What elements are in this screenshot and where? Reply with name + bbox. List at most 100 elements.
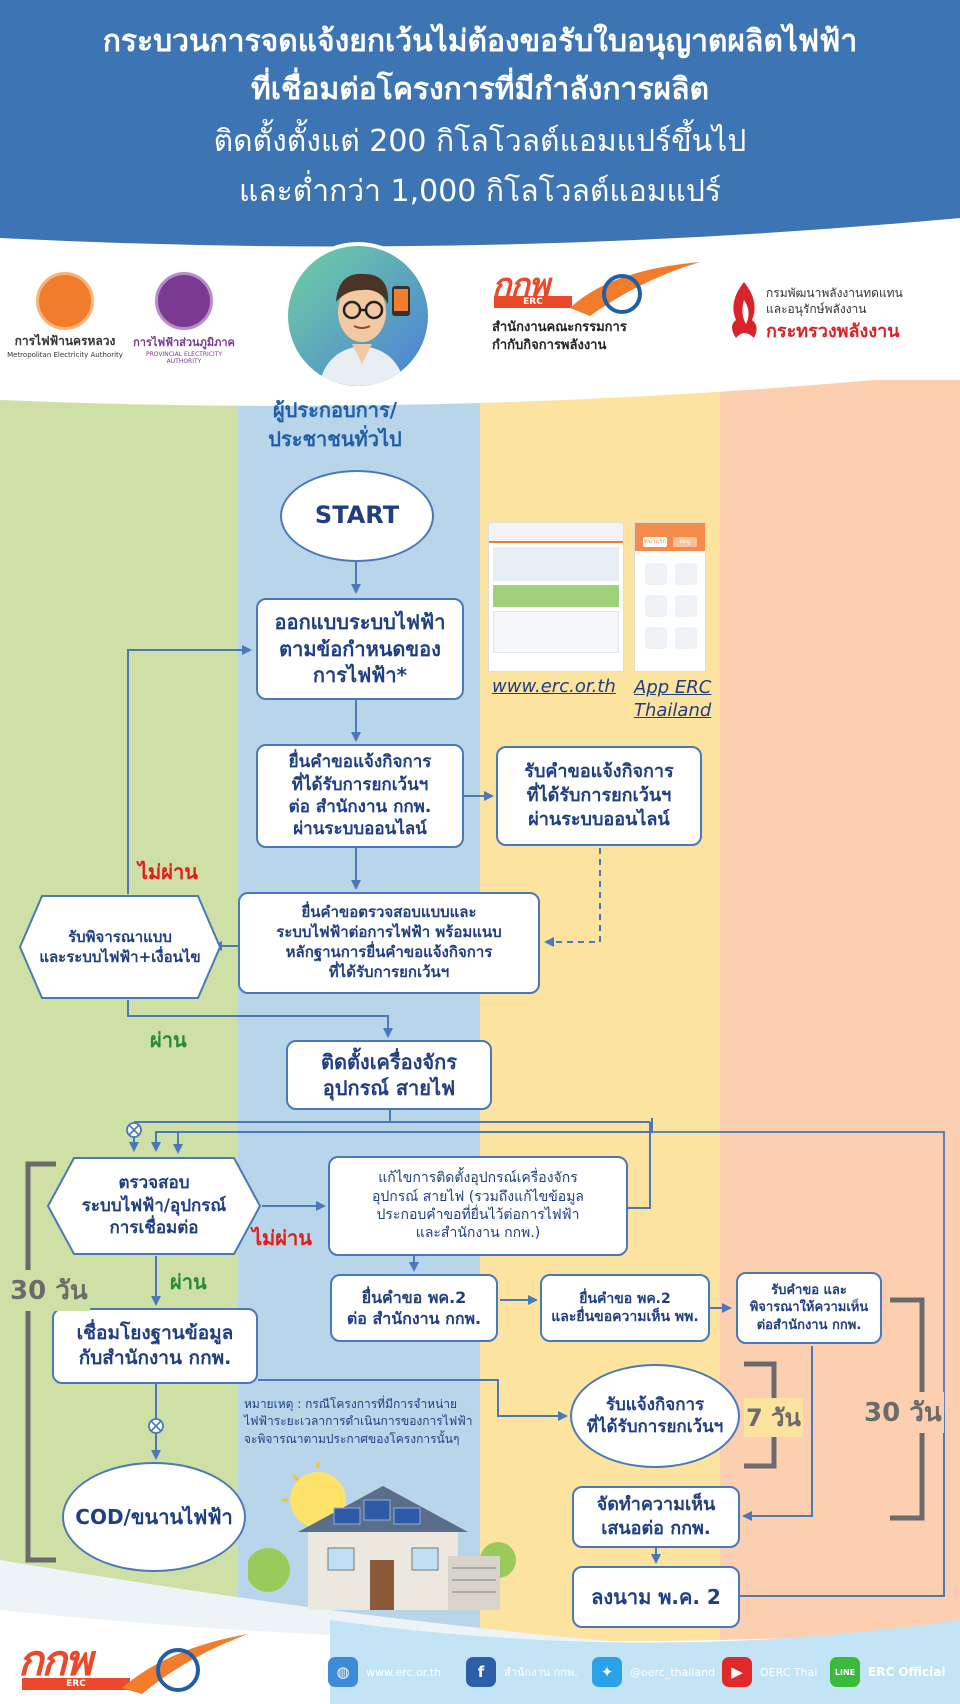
fix-step: แก้ไขการติดตั้งอุปกรณ์เครื่องจักร อุปกรณ…	[328, 1156, 628, 1256]
app-link[interactable]: App ERC Thailand	[634, 676, 711, 723]
pass-label-consider: ผ่าน	[150, 1028, 187, 1052]
footer-logo-sub: ERC	[22, 1678, 130, 1690]
footer-facebook-label: สำนักงาน กกพ.	[504, 1666, 578, 1679]
avatar	[284, 242, 432, 390]
youtube-icon: ▶	[722, 1657, 752, 1687]
link-database-step: เชื่อมโยงฐานข้อมูล กับสำนักงาน กกพ.	[52, 1308, 258, 1384]
mea-name-en: Metropolitan Electricity Authority	[7, 351, 123, 359]
erc-name-line2: กำกับกิจการพลังงาน	[492, 338, 607, 353]
erc-mark-sub: ERC	[494, 296, 572, 308]
install-line2: อุปกรณ์ สายไฟ	[322, 1076, 456, 1100]
sign-label: ลงนาม พ.ค. 2	[591, 1584, 721, 1609]
footer-web-label: www.erc.or.th	[366, 1665, 442, 1679]
erc-swoosh-icon	[570, 262, 700, 316]
facebook-icon: f	[466, 1657, 496, 1687]
website-link[interactable]: www.erc.or.th	[492, 676, 616, 697]
submit-pk2-line1: ยื่นคำขอ พค.2	[361, 1287, 467, 1307]
receive-pk2-line2: พิจารณาให้ความเห็น	[749, 1300, 869, 1316]
receive-exempt-line2: ที่ได้รับการยกเว้นฯ	[586, 1417, 724, 1437]
submit-check-line4: ที่ได้รับการยกเว้นฯ	[328, 962, 450, 981]
start-node: START	[280, 470, 434, 562]
inspect-line2: ระบบไฟฟ้า/อุปกรณ์	[81, 1195, 227, 1216]
footnote: หมายเหตุ : กรณีโครงการที่มีการจำหน่าย ไฟ…	[244, 1396, 473, 1448]
footnote-line3: จะพิจารณาตามประกาศของโครงการนั้นๆ	[244, 1431, 460, 1446]
footer-facebook[interactable]: f สำนักงาน กกพ.	[466, 1657, 578, 1687]
erc-name-line1: สำนักงานคณะกรรมการ	[492, 320, 627, 335]
footnote-line1: หมายเหตุ : กรณีโครงการที่มีการจำหน่าย	[244, 1397, 458, 1411]
footer-logo: กกพ ERC	[18, 1628, 248, 1694]
title-line-1: กระบวนการจดแจ้งยกเว้นไม่ต้องขอรับใบอนุญา…	[102, 24, 858, 59]
submit-notice-line3: ต่อ สำนักงาน กกพ.	[288, 797, 432, 817]
receive-pk2-step: รับคำขอ และ พิจารณาให้ความเห็น ต่อสำนักง…	[736, 1272, 882, 1344]
ministry-line2: และอนุรักษ์พลังงาน	[766, 302, 867, 316]
submit-notice-step: ยื่นคำขอแจ้งกิจการ ที่ได้รับการยกเว้นฯ ต…	[256, 744, 464, 848]
submit-check-line1: ยื่นคำขอตรวจสอบแบบและ	[301, 903, 477, 922]
mea-name-th: การไฟฟ้านครหลวง	[14, 334, 116, 348]
actor-line1: ผู้ประกอบการ/	[272, 398, 398, 422]
mea-emblem-icon	[36, 272, 94, 330]
submit-pk2-opinion-line1: ยื่นคำขอ พค.2	[579, 1290, 671, 1307]
sign-step: ลงนาม พ.ค. 2	[572, 1566, 740, 1628]
opinion-line1: จัดทำความเห็น	[596, 1494, 716, 1516]
link-database-line2: กับสำนักงาน กกพ.	[78, 1347, 232, 1369]
footer-line-label: ERC Official	[868, 1665, 946, 1679]
install-step: ติดตั้งเครื่องจักร อุปกรณ์ สายไฟ	[286, 1040, 492, 1110]
submit-pk2-opinion-line2: และยื่นขอความเห็น พพ.	[551, 1309, 699, 1325]
consider-line2: และระบบไฟฟ้า+เงื่อนไข	[39, 948, 201, 966]
actor-line2: ประชาชนทั่วไป	[268, 427, 402, 451]
app-tab-home: หน้าแรก	[643, 537, 667, 547]
days-30-right: 30 วัน	[862, 1392, 944, 1433]
submit-check-line3: หลักฐานการยื่นคำขอแจ้งกิจการ	[285, 943, 493, 961]
title-line-4: และต่ำกว่า 1,000 กิโลโวลต์แอมแปร์	[238, 174, 722, 209]
fix-line3: ประกอบคำขอที่ยื่นไว้ต่อการไฟฟ้า	[376, 1207, 580, 1223]
footer-line[interactable]: LINE ERC Official	[830, 1657, 945, 1687]
consider-line1: รับพิจารณาแบบ	[68, 927, 172, 946]
receive-notice-line1: รับคำขอแจ้งกิจการ	[524, 761, 674, 783]
app-screenshot: หน้าแรก เมนู	[634, 522, 706, 672]
submit-pk2-opinion-step: ยื่นคำขอ พค.2 และยื่นขอความเห็น พพ.	[540, 1274, 710, 1342]
ministry-line1: กรมพัฒนาพลังงานทดแทน	[766, 286, 903, 300]
receive-pk2-line1: รับคำขอ และ	[771, 1283, 847, 1299]
opinion-line2: เสนอต่อ กกพ.	[601, 1518, 711, 1539]
pea-name-en: PROVINCIAL ELECTRICITY AUTHORITY	[145, 351, 223, 365]
install-line1: ติดตั้งเครื่องจักร	[320, 1049, 458, 1074]
flame-icon	[732, 282, 757, 338]
app-link-line1: App ERC	[634, 677, 712, 698]
opinion-step: จัดทำความเห็น เสนอต่อ กกพ.	[572, 1486, 740, 1548]
submit-pk2-step: ยื่นคำขอ พค.2 ต่อ สำนักงาน กกพ.	[330, 1274, 498, 1342]
title-line-3: ติดตั้งตั้งแต่ 200 กิโลโวลต์แอมแปร์ขึ้นไ…	[213, 124, 747, 159]
footer-web[interactable]: ◍ www.erc.or.th	[328, 1657, 441, 1687]
footer-twitter-label: @oerc_thailand	[630, 1665, 716, 1679]
actor-label: ผู้ประกอบการ/ ประชาชนทั่วไป	[240, 396, 430, 454]
twitter-icon: ✦	[592, 1657, 622, 1687]
design-line1: ออกแบบระบบไฟฟ้า	[274, 610, 446, 635]
footer-logo-mark: กกพ	[18, 1636, 93, 1685]
fix-line4: และสำนักงาน กกพ.)	[415, 1225, 541, 1242]
footer-youtube-label: OERC Thai	[760, 1665, 818, 1679]
footer-swoosh-icon	[122, 1634, 248, 1694]
globe-icon: ◍	[328, 1657, 358, 1687]
solar-house-illustration	[248, 1462, 516, 1610]
receive-notice-step: รับคำขอแจ้งกิจการ ที่ได้รับการยกเว้นฯ ผ่…	[496, 746, 702, 846]
person-icon	[319, 273, 410, 386]
design-line3: การไฟฟ้า*	[312, 663, 408, 688]
footer-youtube[interactable]: ▶ OERC Thai	[722, 1657, 817, 1687]
footer-twitter[interactable]: ✦ @oerc_thailand	[592, 1657, 715, 1687]
inspect-decision: ตรวจสอบ ระบบไฟฟ้า/อุปกรณ์ การเชื่อมต่อ	[46, 1156, 262, 1256]
footnote-line2: ไฟฟ้าระยะเวลาการดำเนินการของการไฟฟ้า	[244, 1414, 473, 1429]
fix-line2: อุปกรณ์ สายไฟ (รวมถึงแก้ไขข้อมูล	[371, 1188, 585, 1205]
erc-logo: กกพ ERC สำนักงานคณะกรรมการ กำกับกิจการพล…	[490, 260, 710, 356]
inspect-line1: ตรวจสอบ	[118, 1172, 190, 1193]
submit-notice-line1: ยื่นคำขอแจ้งกิจการ	[288, 752, 432, 773]
pass-label-inspect: ผ่าน	[170, 1270, 207, 1294]
fail-label-consider: ไม่ผ่าน	[138, 860, 198, 884]
pea-logo: การไฟฟ้าส่วนภูมิภาค PROVINCIAL ELECTRICI…	[128, 272, 240, 365]
fix-line1: แก้ไขการติดตั้งอุปกรณ์เครื่องจักร	[378, 1170, 578, 1187]
receive-exempt-node: รับแจ้งกิจการ ที่ได้รับการยกเว้นฯ	[570, 1364, 740, 1468]
days-30-left: 30 วัน	[8, 1270, 90, 1311]
ministry-line3: กระทรวงพลังงาน	[766, 321, 900, 342]
cod-node: COD/ขนานไฟฟ้า	[62, 1462, 246, 1572]
link-database-line1: เชื่อมโยงฐานข้อมูล	[76, 1321, 234, 1344]
submit-check-line2: ระบบไฟฟ้าต่อการไฟฟ้า พร้อมแนบ	[276, 923, 502, 942]
